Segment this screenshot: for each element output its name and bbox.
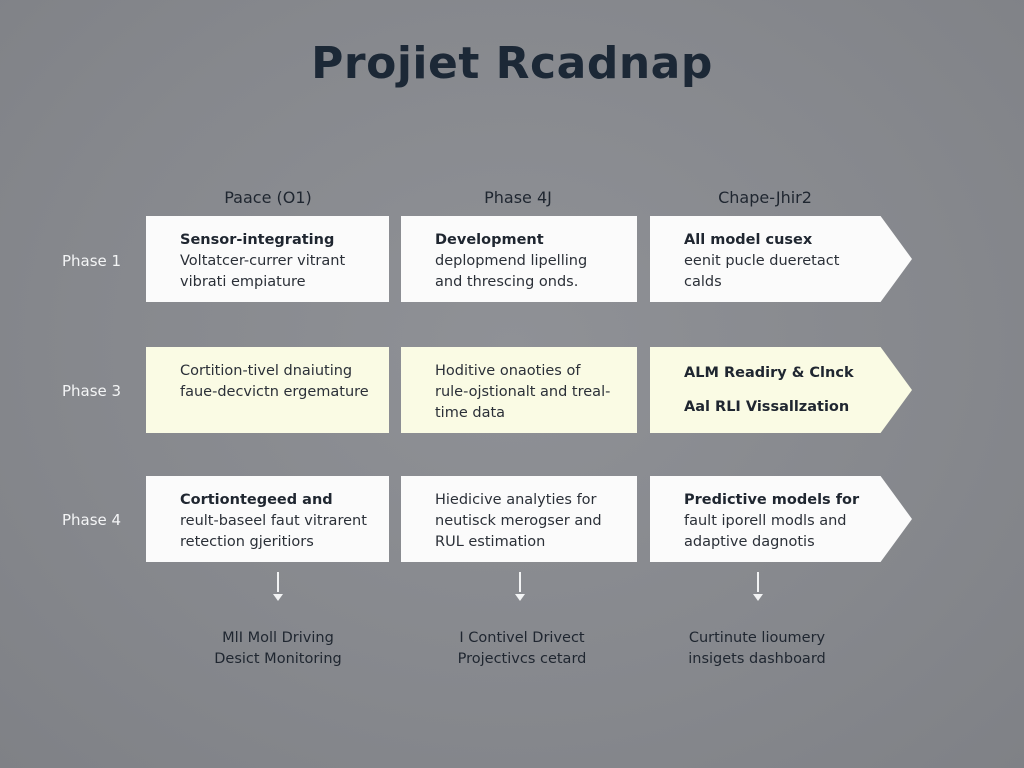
card-heading: Cortiontegeed and (180, 492, 333, 508)
output-text: Projectivcs cetard (457, 651, 587, 667)
card-heading: All model cusex (684, 232, 813, 248)
card-heading: Development (435, 232, 544, 248)
output-text: Desict Monitoring (214, 651, 342, 667)
card-text: Voltatcer-currer vitrant (180, 253, 346, 269)
card-heading: Sensor-integrating (180, 232, 335, 248)
output-text: I Contivel Drivect (459, 630, 585, 646)
card-text: and threscing onds. (435, 274, 579, 290)
card-text: retection gjeritiors (180, 534, 314, 550)
card-text: RUL estimation (435, 534, 546, 550)
roadmap-card-r2-c3: ALM Readiry & Clnck Aal RLI Vissallzatio… (650, 347, 912, 433)
card-text: Cortition-tivel dnaiuting (180, 363, 353, 379)
roadmap-card-r2-c2: Hoditive onaoties of rule-ojstionalt and… (401, 347, 637, 433)
card-text: neutisck merogser and (435, 513, 602, 529)
roadmap-card-r3-c3: Predictive models for fault iporell modl… (650, 476, 912, 562)
card-heading: ALM Readiry & Clnck (684, 365, 854, 381)
column-header-1: Paace (O1) (224, 188, 312, 207)
arrow-down-icon (273, 594, 283, 601)
roadmap-card-r1-c1: Sensor-integrating Voltatcer-currer vitr… (146, 216, 389, 302)
card-text: faue-decvictn ergemature (180, 384, 369, 400)
output-text: Curtinute lioumery (688, 630, 826, 646)
output-text: insigets dashboard (688, 651, 826, 667)
output-label-1: MlI Moll Driving Desict Monitoring (158, 628, 398, 670)
card-text: rule-ojstionalt and treal- (435, 384, 611, 400)
arrow-down-icon (515, 594, 525, 601)
card-text: adaptive dagnotis (684, 534, 815, 550)
roadmap-card-r1-c3: All model cusex eenit pucle dueretact ca… (650, 216, 912, 302)
connector-line-3 (757, 572, 759, 592)
card-text: fault iporell modls and (684, 513, 847, 529)
card-text: vibrati empiature (180, 274, 306, 290)
card-heading: Predictive models for (684, 492, 860, 508)
connector-line-2 (519, 572, 521, 592)
card-text: eenit pucle dueretact (684, 253, 840, 269)
output-label-3: Curtinute lioumery insigets dashboard (637, 628, 877, 670)
roadmap-card-r1-c2: Development deplopmend lipelling and thr… (401, 216, 637, 302)
card-text: reult-baseel faut vitrarent (180, 513, 367, 529)
output-text: MlI Moll Driving (222, 630, 334, 646)
card-text: calds (684, 274, 722, 290)
output-label-2: I Contivel Drivect Projectivcs cetard (402, 628, 642, 670)
row-label-phase-1: Phase 1 (62, 252, 122, 270)
column-header-2: Phase 4J (484, 188, 552, 207)
card-heading: Aal RLI Vissallzation (684, 399, 850, 415)
card-text: deplopmend lipelling (435, 253, 588, 269)
row-label-phase-4: Phase 4 (62, 511, 122, 529)
row-label-phase-3: Phase 3 (62, 382, 122, 400)
roadmap-card-r2-c1: Cortition-tivel dnaiuting faue-decvictn … (146, 347, 389, 433)
card-text: Hiedicive analyties for (435, 492, 597, 508)
arrow-down-icon (753, 594, 763, 601)
roadmap-card-r3-c2: Hiedicive analyties for neutisck merogse… (401, 476, 637, 562)
card-text: Hoditive onaoties of (435, 363, 581, 379)
roadmap-card-r3-c1: Cortiontegeed and reult-baseel faut vitr… (146, 476, 389, 562)
card-text: time data (435, 405, 506, 421)
column-header-3: Chape-Jhir2 (718, 188, 812, 207)
page-title: Projiet Rcadnap (311, 38, 713, 89)
connector-line-1 (277, 572, 279, 592)
